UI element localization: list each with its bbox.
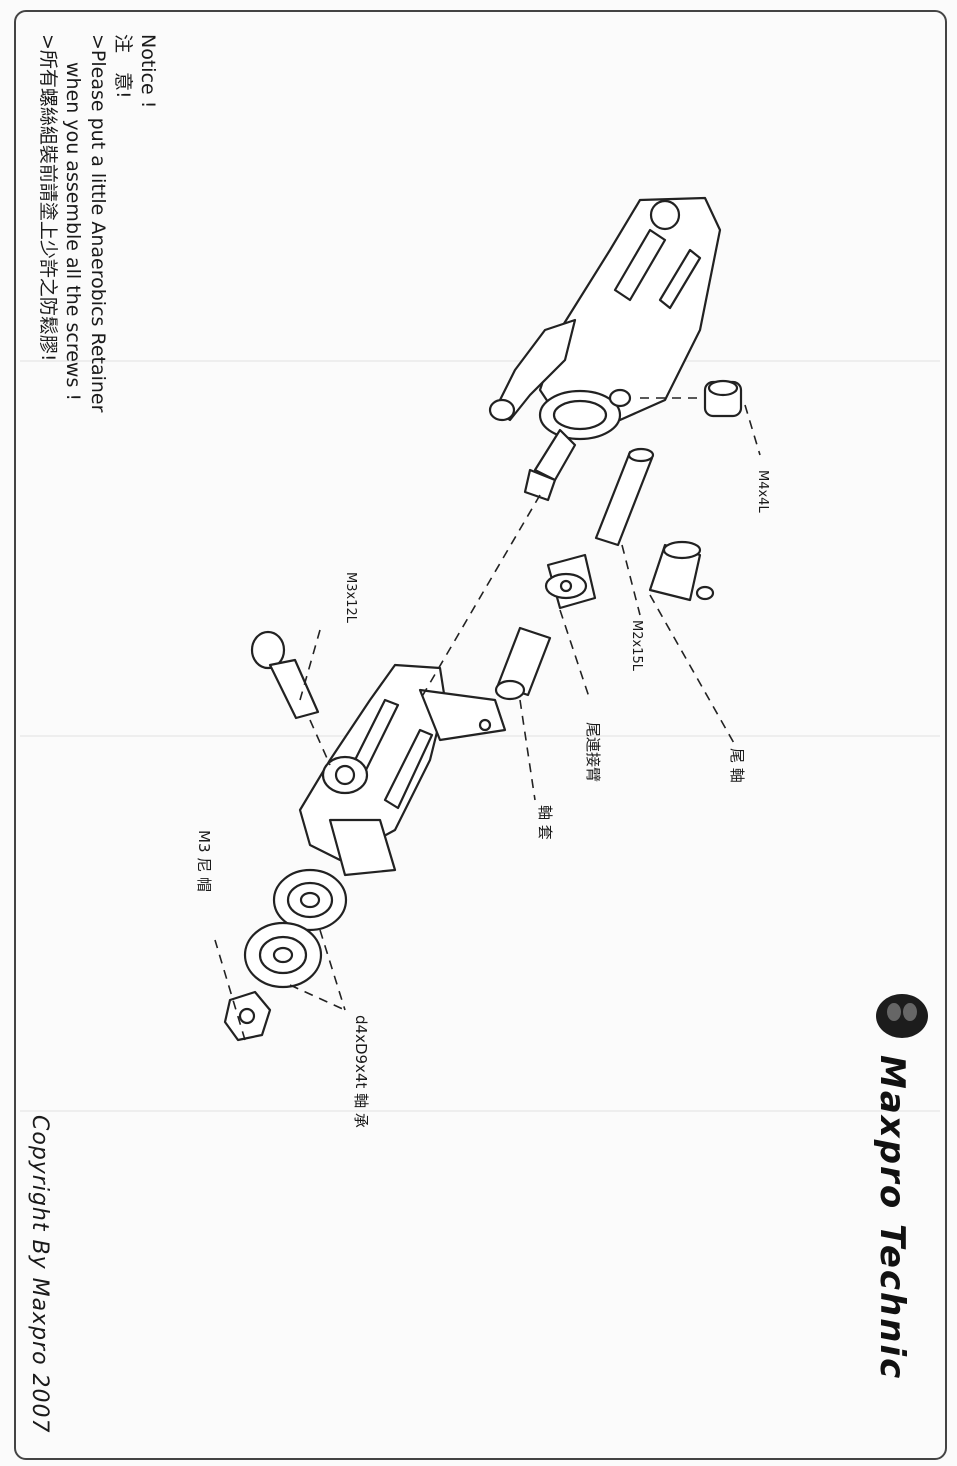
label-m2x15l: M2x15L bbox=[629, 620, 644, 671]
m2x15l-screw bbox=[594, 447, 655, 547]
fold-line bbox=[20, 360, 940, 362]
tail-hub-upper bbox=[488, 196, 722, 502]
m4x4l-screw bbox=[703, 379, 743, 418]
label-tail-link-arm: 尾連接臂 bbox=[584, 722, 602, 783]
page-border bbox=[14, 10, 947, 1460]
m3x12l-screw bbox=[250, 630, 320, 720]
tail-hub-lower bbox=[298, 663, 507, 877]
tail-link-bushing bbox=[544, 553, 597, 610]
label-tail-shaft: 尾 軸 bbox=[728, 748, 746, 783]
label-bearing: d4xD9x4t 軸 承 bbox=[352, 1015, 370, 1128]
axis-line bbox=[419, 494, 541, 701]
label-m3x12l: M3x12L bbox=[343, 572, 358, 623]
tail-shaft-tube bbox=[648, 540, 715, 602]
label-m3-nut: M3 尼 帽 bbox=[195, 830, 213, 893]
fold-line bbox=[20, 1110, 940, 1112]
bearing-upper bbox=[272, 868, 348, 932]
label-m4x4l: M4x4L bbox=[755, 470, 770, 513]
brand-name: Maxpro Technic bbox=[872, 1055, 912, 1381]
maxpro-logo-icon bbox=[876, 994, 928, 1038]
bearing-lower bbox=[243, 921, 323, 989]
copyright-text: Copyright By Maxpro 2007 bbox=[27, 1115, 52, 1434]
shaft-sleeve bbox=[494, 626, 552, 701]
m3-nut bbox=[223, 990, 272, 1042]
fold-line bbox=[20, 735, 940, 737]
label-shaft-sleeve: 軸 套 bbox=[536, 805, 554, 840]
